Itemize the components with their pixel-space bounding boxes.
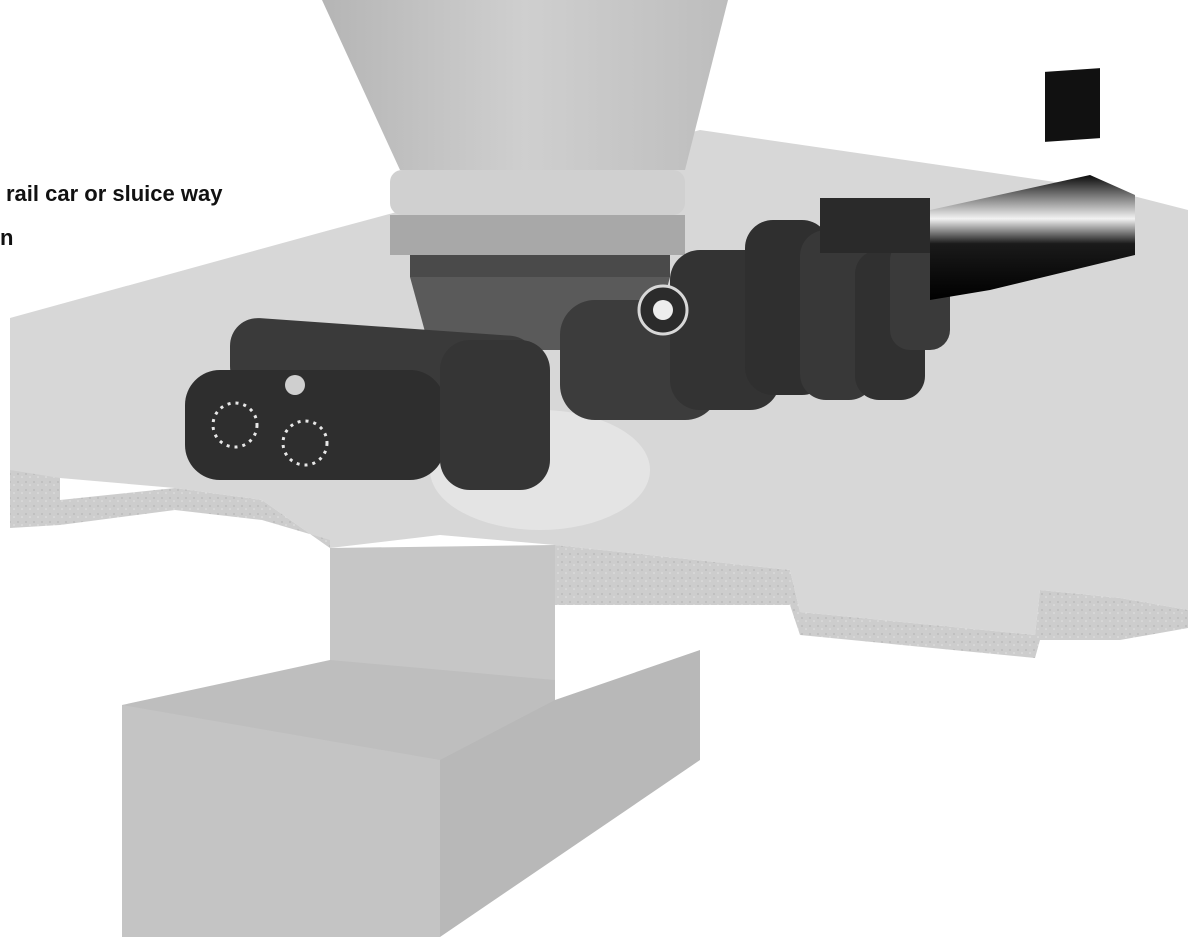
- hopper-cone-fill: [322, 0, 728, 170]
- pedestal-base-front: [122, 705, 440, 937]
- caption-line-2: n: [0, 225, 14, 250]
- hydraulic-cylinder: [930, 175, 1135, 300]
- cylinder-mount: [820, 198, 930, 253]
- caption-line-1: rail car or sluice way: [6, 181, 223, 206]
- gear-ring: [410, 255, 670, 277]
- cylinder-endcap: [1045, 68, 1100, 142]
- left-gate-assembly: [185, 318, 550, 490]
- slab-edge-right: [555, 545, 1188, 658]
- right-gate-assembly: [560, 220, 950, 420]
- pedestal-base-side: [440, 650, 700, 937]
- hopper-flange-band: [390, 215, 685, 255]
- slab-edge-left: [10, 470, 330, 548]
- hopper-flange: [390, 170, 685, 215]
